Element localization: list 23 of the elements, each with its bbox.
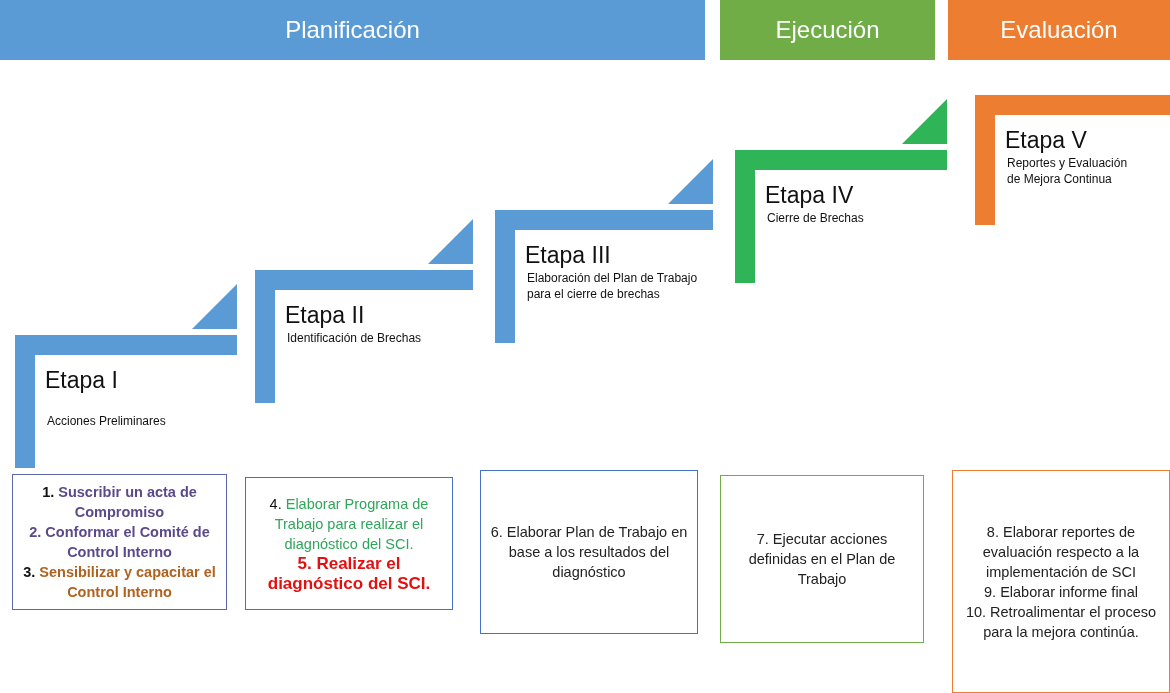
stage-description: Elaboración del Plan de Trabajo para el cierre de brechas — [527, 270, 699, 302]
task-text: 1. Suscribir un acta de Compromiso — [41, 483, 198, 522]
stage-description: Identificación de Brechas — [287, 330, 423, 346]
stage-title: Etapa V — [1005, 127, 1087, 154]
task-text: 3. Sensibilizar y capacitar el Control Interno — [22, 563, 217, 602]
task-text: 8. Elaborar reportes de evaluación respecto a la implementación de SCI — [981, 522, 1141, 582]
task-text: 7. Ejecutar acciones definidas en el Plan de Trabajo — [747, 530, 897, 589]
phase-banner: Evaluación — [948, 0, 1170, 60]
task-text: 5. Realizar el diagnóstico del SCI. — [266, 553, 432, 594]
stage-title: Etapa II — [285, 302, 365, 329]
stage-title: Etapa IV — [765, 182, 854, 209]
task-text: 9. Elaborar informe final — [984, 582, 1138, 602]
stage-title: Etapa I — [45, 367, 118, 394]
stage-description: Reportes y Evaluación de Mejora Continua — [1007, 155, 1129, 187]
task-text: 2. Conformar el Comité de Control Interno — [28, 523, 211, 562]
phase-banner: Ejecución — [720, 0, 935, 60]
task-text: 10. Retroalimentar el proceso para la mejora continúa. — [964, 602, 1158, 642]
stage-title: Etapa III — [525, 242, 611, 269]
phase-banner: Planificación — [0, 0, 705, 60]
task-text: 6. Elaborar Plan de Trabajo en base a los resultados del diagnóstico — [489, 523, 689, 582]
stage-description: Acciones Preliminares — [47, 413, 167, 429]
task-text: 4. Elaborar Programa de Trabajo para realizar el diagnóstico del SCI. — [268, 494, 430, 554]
stage-description: Cierre de Brechas — [767, 210, 865, 226]
